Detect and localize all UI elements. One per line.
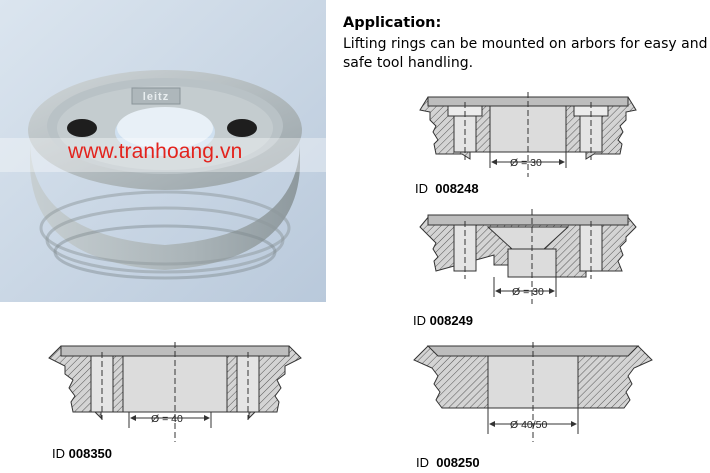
- drawing-008350: Ø = 40: [45, 342, 305, 442]
- cross-section-008250: Ø 40/50: [413, 342, 653, 442]
- leitz-logo: [131, 87, 181, 105]
- drawing-008249: Ø = 30: [408, 209, 648, 304]
- id-label-008250: ID 008250: [416, 455, 480, 470]
- watermark: www.tranhoang.vn: [68, 140, 243, 163]
- cross-section-008249: Ø = 30: [419, 209, 637, 304]
- id-label-008248: ID 008248: [415, 181, 479, 196]
- cross-section-008248: Ø = 30: [419, 92, 637, 177]
- dimension-label: Ø = 40: [151, 413, 183, 425]
- svg-text:leitz: leitz: [143, 91, 169, 103]
- lifting-ring-photo: leitz: [0, 0, 326, 302]
- product-photo: leitz: [0, 0, 326, 302]
- cross-section-008350: Ø = 40: [48, 342, 302, 442]
- drawing-008248: Ø = 30: [408, 92, 648, 177]
- application-text: Lifting rings can be mounted on arbors f…: [343, 36, 708, 71]
- dimension-label: Ø = 30: [510, 157, 542, 169]
- dimension-label: Ø 40/50: [510, 419, 548, 431]
- drawing-008250: Ø 40/50: [408, 342, 658, 442]
- dimension-label: Ø = 30: [512, 286, 544, 298]
- id-label-008249: ID 008249: [413, 313, 474, 328]
- id-label-008350: ID 008350: [52, 446, 113, 461]
- application-title: Application:: [343, 15, 442, 31]
